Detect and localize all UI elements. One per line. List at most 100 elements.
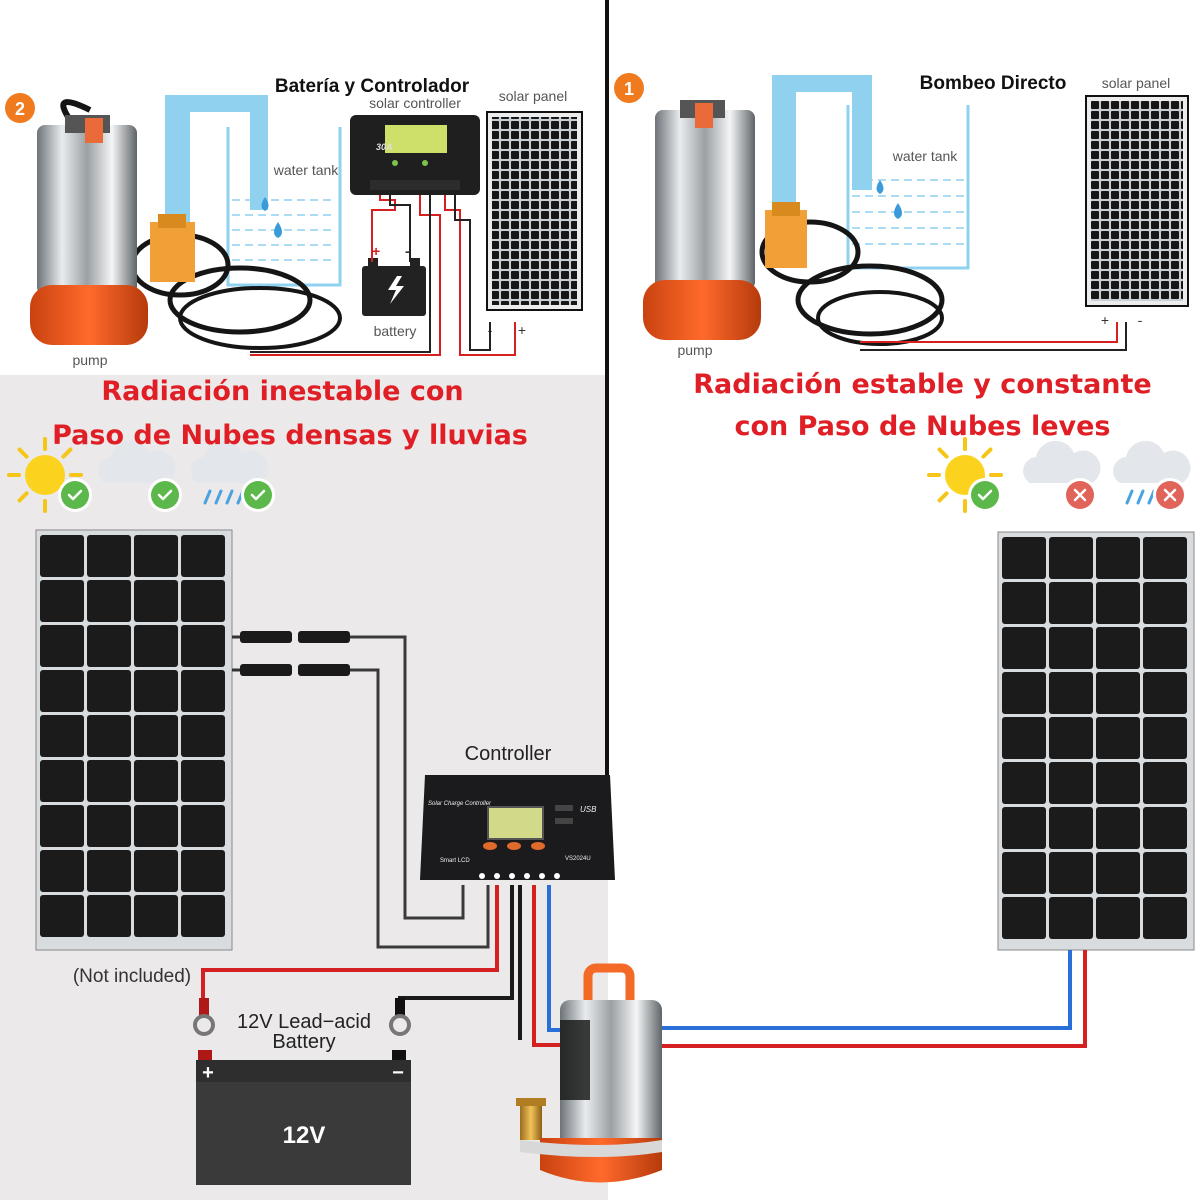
water-drop-icon bbox=[894, 203, 902, 219]
solar-cell bbox=[1143, 672, 1187, 714]
solar-cell bbox=[40, 625, 84, 667]
left-top-battery: + - battery bbox=[362, 243, 426, 339]
solar-cell bbox=[87, 760, 131, 802]
solar-cell bbox=[40, 760, 84, 802]
battery-caption-line2: Battery bbox=[272, 1031, 335, 1053]
solar-cell bbox=[1002, 807, 1046, 849]
left-number-badge-text: 2 bbox=[15, 99, 25, 119]
solar-cell bbox=[87, 580, 131, 622]
solar-cell bbox=[1143, 582, 1187, 624]
controller-button[interactable] bbox=[531, 842, 545, 850]
left-small-pump: pump bbox=[30, 99, 342, 368]
solar-cell bbox=[87, 850, 131, 892]
battery-minus: - bbox=[405, 243, 410, 259]
left-number-badge bbox=[5, 93, 35, 123]
battery-face-label: 12V bbox=[283, 1122, 326, 1149]
solar-cell bbox=[1002, 672, 1046, 714]
solar-cell bbox=[181, 535, 225, 577]
solar-cell bbox=[1143, 627, 1187, 669]
solar-cell bbox=[87, 535, 131, 577]
solar-cell bbox=[1002, 762, 1046, 804]
right-number-badge bbox=[614, 73, 644, 103]
left-top-controller: 30A bbox=[350, 115, 480, 195]
water-drop-icon bbox=[274, 222, 282, 238]
solar-cell bbox=[1096, 807, 1140, 849]
check-icon bbox=[58, 478, 92, 512]
solar-cell bbox=[87, 715, 131, 757]
solar-cell bbox=[1049, 537, 1093, 579]
left-battery-label: battery bbox=[374, 323, 417, 339]
solar-cell bbox=[1049, 897, 1093, 939]
solar-cell bbox=[134, 760, 178, 802]
solar-cell bbox=[1096, 627, 1140, 669]
solar-cell bbox=[1002, 852, 1046, 894]
right-heading-line2: con Paso de Nubes leves bbox=[734, 411, 1111, 442]
controller-title: Controller bbox=[465, 743, 552, 765]
right-water-tank: water tank bbox=[772, 75, 970, 270]
bottom-right-wires bbox=[640, 950, 1087, 1048]
water-drop-icon bbox=[261, 197, 269, 211]
solar-cell bbox=[1096, 537, 1140, 579]
bottom-left-diagram: Controller Solar Charge Controller Smart… bbox=[35, 529, 615, 1185]
solar-cell bbox=[1002, 582, 1046, 624]
charge-controller: Solar Charge Controller Smart LCD VS2024… bbox=[420, 775, 615, 880]
solar-cell bbox=[181, 805, 225, 847]
mc4-connectors bbox=[232, 631, 490, 949]
left-heading-line1: Radiación inestable con bbox=[101, 376, 464, 407]
cross-icon bbox=[1063, 478, 1097, 512]
right-pump-label: pump bbox=[677, 342, 712, 358]
solar-cell bbox=[1096, 852, 1140, 894]
left-top-panel-label: solar panel bbox=[499, 88, 568, 104]
solar-cell bbox=[181, 580, 225, 622]
bottom-left-solar-panel bbox=[35, 529, 233, 951]
left-heading-line2: Paso de Nubes densas y lluvias bbox=[52, 420, 528, 451]
cloud-icon bbox=[98, 440, 176, 483]
solar-cell bbox=[181, 670, 225, 712]
water-drop-icon bbox=[876, 180, 884, 194]
left-top-wires bbox=[250, 195, 516, 356]
solar-cell bbox=[1143, 807, 1187, 849]
solar-cell bbox=[87, 805, 131, 847]
solar-cell bbox=[1096, 582, 1140, 624]
solar-cell bbox=[181, 760, 225, 802]
right-panel-plus: + bbox=[1101, 312, 1109, 328]
battery-terminals bbox=[193, 998, 411, 1036]
solar-cell bbox=[134, 580, 178, 622]
vertical-divider bbox=[605, 0, 609, 780]
solar-cell bbox=[87, 895, 131, 937]
solar-cell bbox=[40, 580, 84, 622]
solar-cell bbox=[87, 625, 131, 667]
controller-model: VS2024U bbox=[565, 856, 591, 862]
solar-cell bbox=[1049, 852, 1093, 894]
controller-button[interactable] bbox=[483, 842, 497, 850]
solar-cell bbox=[181, 625, 225, 667]
right-top-title: Bombeo Directo bbox=[920, 73, 1067, 94]
battery-plus: + bbox=[372, 243, 380, 259]
solar-controller-label: solar controller bbox=[369, 95, 461, 111]
submersible-pump bbox=[516, 963, 662, 1183]
battery-minus-sign: − bbox=[392, 1062, 404, 1084]
left-top-diagram: 2 Batería y Controlador solar controller… bbox=[5, 76, 583, 368]
solar-cell bbox=[134, 715, 178, 757]
right-top-diagram: 1 Bombeo Directo solar panel water tank bbox=[614, 73, 1189, 358]
controller-usb-label: USB bbox=[580, 805, 597, 814]
lead-acid-battery: + − 12V bbox=[196, 1050, 411, 1185]
check-icon bbox=[241, 478, 275, 512]
left-pump-label: pump bbox=[72, 352, 107, 368]
left-controller-model: 30A bbox=[376, 142, 393, 152]
solar-cell bbox=[40, 850, 84, 892]
solar-cell bbox=[1143, 537, 1187, 579]
solar-cell bbox=[40, 535, 84, 577]
solar-cell bbox=[1143, 762, 1187, 804]
solar-cell bbox=[1049, 762, 1093, 804]
right-panel-minus: - bbox=[1138, 312, 1143, 328]
solar-cell bbox=[134, 805, 178, 847]
controller-button[interactable] bbox=[507, 842, 521, 850]
solar-cell bbox=[1049, 717, 1093, 759]
left-tank-label: water tank bbox=[273, 162, 340, 178]
left-top-title: Batería y Controlador bbox=[275, 76, 470, 97]
solar-cell bbox=[134, 625, 178, 667]
solar-cell bbox=[1096, 717, 1140, 759]
solar-cell bbox=[1096, 897, 1140, 939]
solar-cell bbox=[40, 715, 84, 757]
